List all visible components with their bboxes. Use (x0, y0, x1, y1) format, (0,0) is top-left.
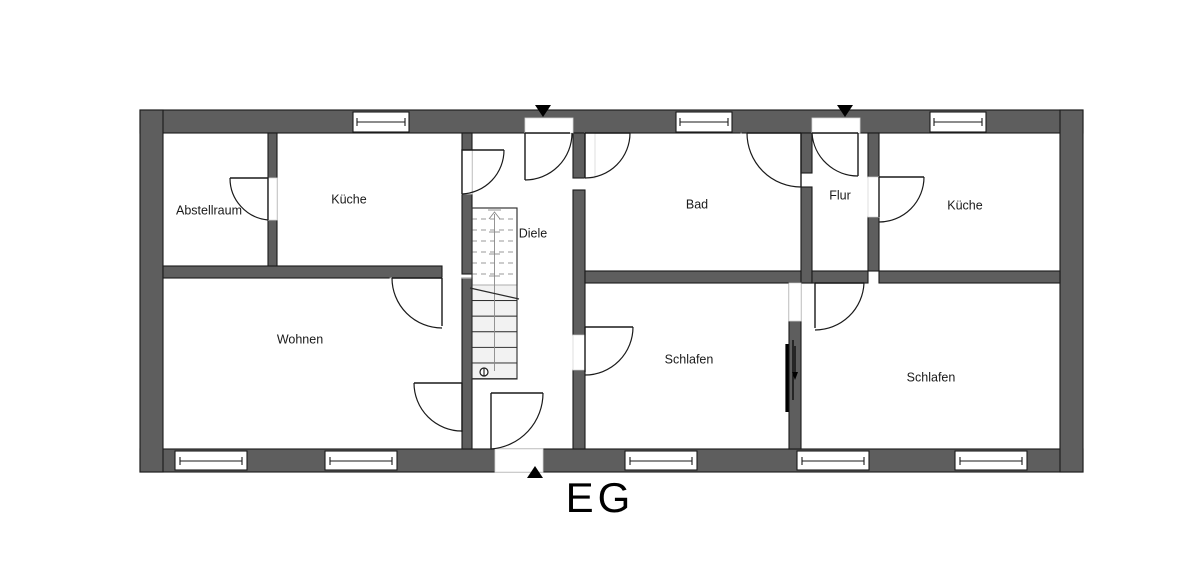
room-label-flur: Flur (829, 188, 851, 202)
door-abstellraum (229, 177, 269, 221)
windows (174, 111, 1028, 471)
door-bad-left (584, 132, 631, 179)
door-sliding-schlafen-right (785, 340, 798, 412)
window-bottom-wohnen-left (174, 450, 248, 471)
window-bottom-schlafen-middle (624, 450, 698, 471)
exterior-wall-left (139, 109, 164, 473)
interior-wall-diele-bad-top (572, 132, 586, 179)
door-schlafen-middle (584, 326, 634, 376)
door-gap-kueche-left (461, 149, 473, 195)
door-wohnen-bottom (413, 382, 463, 432)
door-entrance-top-flur (811, 132, 859, 177)
room-label-kueche-right: Küche (947, 198, 982, 212)
door-bad-right (746, 132, 802, 188)
entrance-markers (527, 105, 853, 478)
interior-wall-bad-flur (800, 186, 813, 284)
door-openings (267, 117, 880, 473)
room-label-kueche-left: Küche (331, 192, 366, 206)
entrance-marker-top-diele (535, 105, 551, 117)
window-bottom-wohnen-right (324, 450, 398, 471)
exterior-wall-bottom (139, 448, 1084, 473)
entrance-marker-top-flur (837, 105, 853, 117)
window-top-kueche-right (929, 111, 987, 133)
doors (229, 132, 925, 450)
door-gap-entrance-top-diele (524, 117, 574, 134)
window-bottom-schlafen-right-b (954, 450, 1028, 471)
room-labels: Abstellraum Küche Wohnen Diele Bad Schla… (176, 188, 983, 384)
door-kueche-left-to-diele (461, 149, 505, 195)
stair-boundary (471, 207, 518, 380)
door-gap-bad-left (584, 132, 596, 179)
room-floors (163, 133, 1083, 449)
door-gap-entrance-top-flur (811, 117, 861, 134)
interior-wall-diele-schlafen (572, 369, 586, 450)
door-flur-to-schlafen-right (814, 282, 865, 331)
room-label-diele: Diele (519, 226, 548, 240)
door-gap-flur-schlafen-right (788, 282, 802, 322)
interior-wall-flur-kueche-top (867, 132, 880, 178)
door-wohnen-to-diele (391, 277, 443, 329)
staircase-diele (469, 207, 520, 380)
door-gap-entrance-bottom (494, 448, 544, 473)
level-label-eg: EG (566, 474, 635, 521)
room-label-wohnen: Wohnen (277, 332, 323, 346)
window-bottom-schlafen-right-a (796, 450, 870, 471)
window-top-kueche-left (352, 111, 410, 133)
room-label-abstellraum: Abstellraum (176, 203, 242, 217)
interior-wall-bad-flur-top (800, 132, 813, 174)
interior-wall-wohnen-diele-lower (461, 277, 473, 450)
door-gap-abstellraum (267, 177, 278, 221)
interior-wall-left-block-mid (162, 265, 443, 279)
room-label-bad: Bad (686, 197, 708, 211)
entrance-marker-bottom-diele (527, 466, 543, 478)
exterior-wall-right (1059, 109, 1084, 473)
door-flur-to-kueche-right (878, 176, 925, 223)
room-label-schlafen-right: Schlafen (907, 370, 956, 384)
interior-wall-bad-schlafen (584, 270, 813, 284)
interior-wall-kueche-right-bottom (878, 270, 1061, 284)
door-entrance-bottom-diele (490, 392, 544, 450)
window-top-bad (675, 111, 733, 133)
door-entrance-top-diele (524, 132, 573, 181)
door-gap-flur-kueche (867, 176, 880, 218)
interior-wall-kueche-diele-upper (461, 132, 473, 275)
interior-wall-flur-kueche (867, 216, 880, 272)
interior-wall-flur-bottom (811, 270, 869, 284)
room-label-schlafen-middle: Schlafen (665, 352, 714, 366)
interior-floor (163, 133, 1083, 449)
interior-wall-diele-bad (572, 189, 586, 336)
door-gap-schlafen-middle (572, 334, 586, 371)
